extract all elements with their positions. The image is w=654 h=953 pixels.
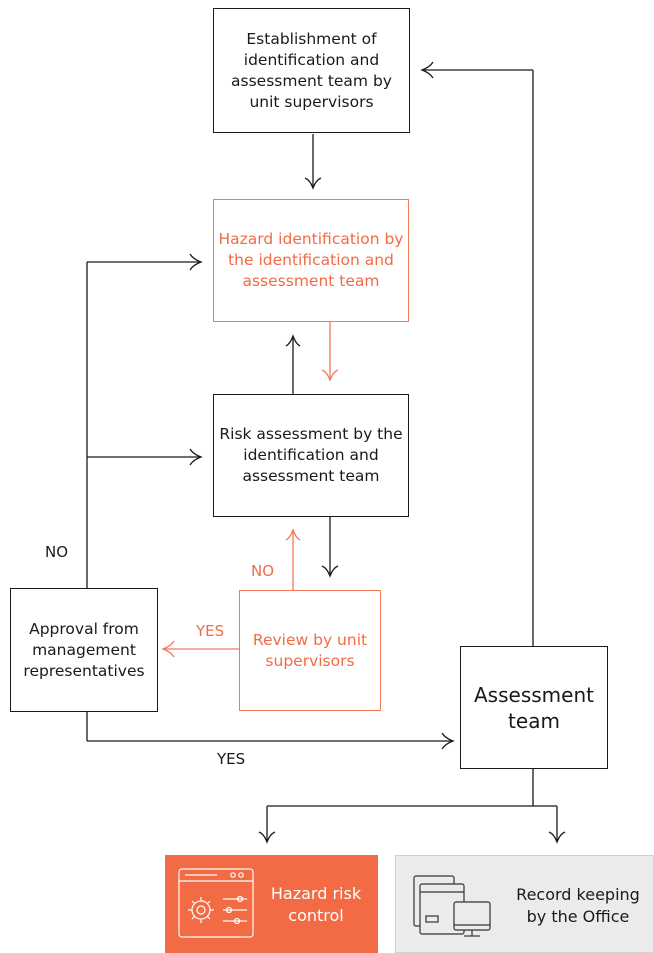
risk-assessment-text: Risk assessment by the identification an… xyxy=(219,425,403,485)
assessment-team-box: Assessment team xyxy=(460,646,608,769)
hazard-risk-control-text: Hazard risk control xyxy=(270,884,362,925)
files-computer-icon xyxy=(408,870,498,942)
yes-review-label: YES xyxy=(196,622,225,640)
record-keeping-card: Record keeping by the Office xyxy=(395,855,654,953)
assessment-team-text: Assessment team xyxy=(474,682,594,733)
settings-panel-icon xyxy=(177,867,257,941)
no-review-label: NO xyxy=(251,562,275,580)
approval-text: Approval from management representatives xyxy=(23,619,145,680)
hazard-risk-control-card: Hazard risk control xyxy=(165,855,378,953)
record-keeping-text: Record keeping by the Office xyxy=(516,885,640,926)
risk-assessment-box: Risk assessment by the identification an… xyxy=(213,394,409,517)
yes-bottom-label: YES xyxy=(217,750,246,768)
review-text: Review by unit supervisors xyxy=(252,630,368,670)
no-left-label: NO xyxy=(45,543,69,561)
approval-box: Approval from management representatives xyxy=(10,588,158,712)
establishment-text: Establishment of identification and asse… xyxy=(231,29,392,111)
hazard-identification-box: Hazard identification by the identificat… xyxy=(213,199,409,322)
review-box: Review by unit supervisors xyxy=(239,590,381,711)
hazard-identification-text: Hazard identification by the identificat… xyxy=(218,230,404,290)
establishment-box: Establishment of identification and asse… xyxy=(213,8,410,133)
